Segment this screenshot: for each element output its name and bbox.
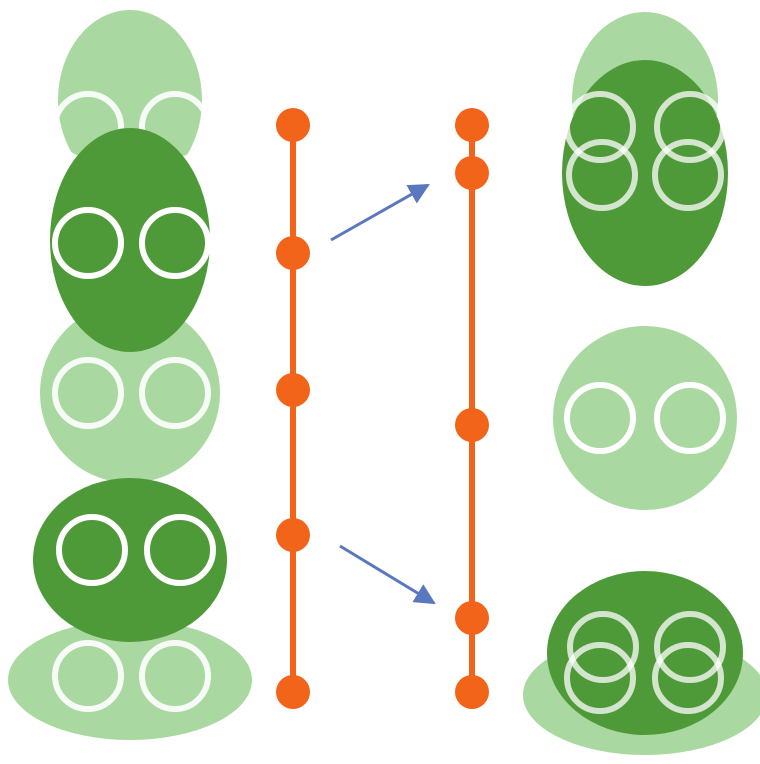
left-line-node-1 — [276, 108, 310, 142]
eye-pair-back — [564, 91, 726, 163]
eye-ring — [652, 139, 724, 211]
right-line-node-2 — [455, 156, 489, 190]
eye-pair-front — [564, 642, 724, 714]
left-shape-4 — [33, 478, 227, 642]
eye-pair — [52, 640, 211, 712]
left-line-node-2 — [276, 236, 310, 270]
left-line-node-3 — [276, 373, 310, 407]
right-line-node-4 — [455, 601, 489, 635]
left-shape-3 — [40, 303, 220, 483]
right-line-node-3 — [455, 408, 489, 442]
eye-ring — [564, 382, 636, 454]
arrow-upper — [330, 183, 430, 242]
eye-pair — [52, 357, 211, 429]
eye-ring — [144, 514, 216, 586]
eye-ring — [654, 611, 726, 683]
right-timeline — [455, 108, 489, 709]
arrows — [330, 183, 436, 605]
eye-ring — [652, 642, 724, 714]
left-line-node-4 — [276, 518, 310, 552]
eye-ring — [654, 382, 726, 454]
eye-ring — [654, 91, 726, 163]
eye-ring — [139, 357, 211, 429]
eye-ring — [139, 207, 211, 279]
left-column — [8, 10, 252, 740]
eye-ring — [564, 91, 636, 163]
eye-ring — [56, 514, 128, 586]
right-column — [523, 12, 760, 755]
left-timeline — [276, 108, 310, 709]
eye-pair — [56, 514, 216, 586]
left-line-node-5 — [276, 675, 310, 709]
eye-ring — [52, 357, 124, 429]
eye-ring — [52, 640, 124, 712]
dark-green-egg-front — [562, 60, 728, 286]
left-shape-2 — [50, 128, 211, 352]
eye-ring — [52, 207, 124, 279]
right-line-node-1 — [455, 108, 489, 142]
eye-ring — [566, 139, 638, 211]
right-line-node-5 — [455, 675, 489, 709]
right-shape-3-merged-oval-pair — [523, 571, 760, 755]
dark-green-egg — [50, 128, 210, 352]
eye-ring — [567, 611, 639, 683]
eye-pair-front — [566, 139, 724, 211]
eye-pair — [564, 382, 726, 454]
right-shape-2 — [553, 326, 737, 510]
eye-ring — [564, 642, 636, 714]
eye-pair — [52, 207, 211, 279]
eye-ring — [139, 640, 211, 712]
arrow-lower — [339, 544, 436, 605]
light-green-circle — [553, 326, 737, 510]
right-shape-1-merged-egg-pair — [562, 12, 728, 286]
eye-pair-back — [567, 611, 726, 683]
left-shape-5 — [8, 620, 252, 740]
light-green-circle — [40, 303, 220, 483]
